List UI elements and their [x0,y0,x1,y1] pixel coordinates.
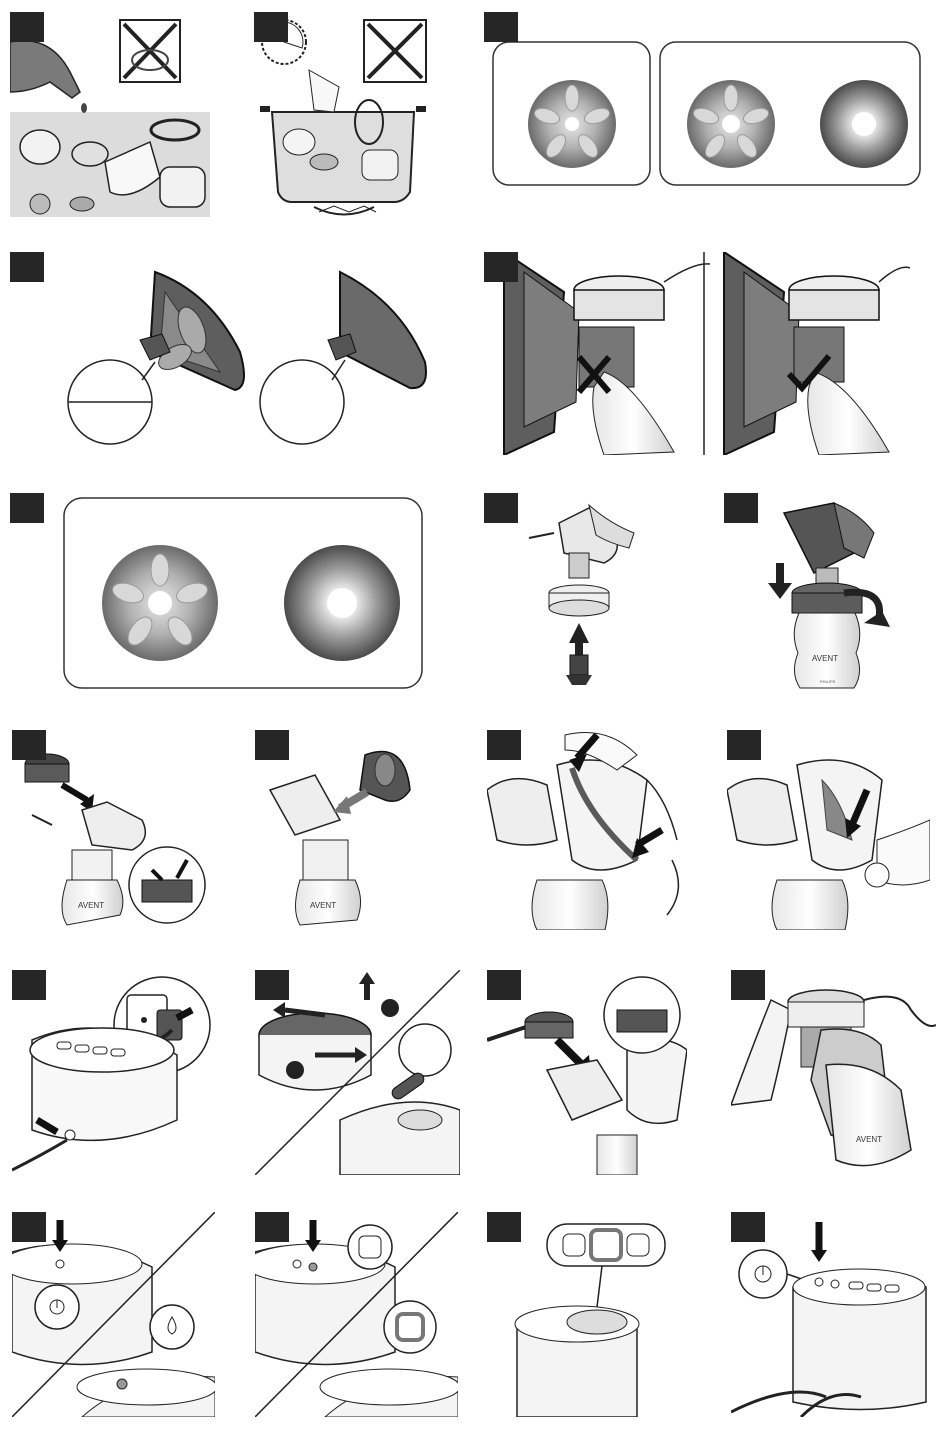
attach-diaphragm-icon: AVENT [12,730,212,930]
step-2-panel [254,12,439,217]
step-badge [254,12,288,42]
bottle-brand-text: AVENT [78,901,104,910]
step-7-panel [484,493,684,693]
step-19-panel [487,1212,687,1417]
step-badge [487,1212,521,1242]
step-9-panel: AVENT [12,730,212,930]
step-badge [484,252,518,282]
step-8-panel: AVENT PHILIPS [724,493,924,693]
funnel-insert-icon [10,252,450,452]
step-14-panel [255,970,460,1175]
valve-insert-icon [484,493,684,693]
step-12-panel [727,730,930,930]
bottle-brand-text: AVENT [310,901,336,910]
plug-adapter-icon [12,970,212,1175]
step-badge [12,970,46,1000]
attach-bottle-icon: AVENT PHILIPS [724,493,924,693]
step-badge [724,493,758,523]
power-on-icon [12,1212,215,1417]
step-badge [12,1212,46,1242]
step-badge [731,970,765,1000]
step-badge [12,730,46,760]
step-badge [10,493,44,523]
step-badge [10,12,44,42]
step-6-panel [10,493,430,693]
bottle-brand-text: AVENT [856,1135,882,1144]
step-15-panel [487,970,687,1175]
step-10-panel: AVENT [255,730,455,930]
step-13-panel [12,970,212,1175]
cushion-types-icon [484,12,924,190]
step-badge [484,493,518,523]
bottle-maker-text: PHILIPS [820,679,836,684]
step-20-panel [731,1212,934,1417]
step-1-panel [10,12,210,217]
battery-compartment-icon [255,970,460,1175]
step-badge [487,970,521,1000]
step-badge [255,970,289,1000]
fit-cushion-rim-icon [487,730,697,930]
step-4-panel [10,252,450,452]
step-badge [10,252,44,282]
correct-wrong-assembly-icon [484,252,910,455]
step-badge [255,1212,289,1242]
step-17-panel [12,1212,215,1417]
hold-pump-icon: AVENT [731,970,936,1175]
stimulation-mode-icon [255,1212,458,1417]
boiling-sterilize-icon [254,12,439,217]
step-3-panel [484,12,924,190]
step-11-panel [487,730,697,930]
connect-tubing-icon [487,970,687,1175]
step-16-panel: AVENT [731,970,936,1175]
step-badge [727,730,761,760]
power-off-icon [731,1212,934,1417]
step-badge [255,730,289,760]
expression-levels-icon [487,1212,687,1417]
step-18-panel [255,1212,458,1417]
step-badge [484,12,518,42]
step-badge [731,1212,765,1242]
cleaning-detergent-icon [10,12,210,217]
step-badge [487,730,521,760]
push-cushion-icon [727,730,930,930]
step-5-panel [484,252,910,455]
cushion-options-icon [10,493,430,693]
insert-cushion-icon: AVENT [255,730,455,930]
bottle-brand-text: AVENT [812,654,838,663]
